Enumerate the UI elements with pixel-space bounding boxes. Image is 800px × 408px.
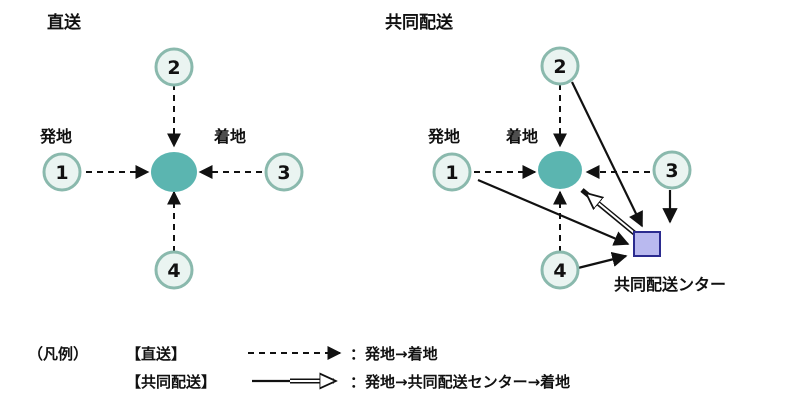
direct-node-3: 3 [264,152,304,192]
legend: （凡例） 【直送】 ：発地→着地 【共同配送】 ：発地→共同配送センター→着地 [28,345,570,391]
joint-node-4-label: 4 [553,260,566,282]
joint-diagram: 2 1 3 4 発地 着地 共同配送ンター [427,46,726,294]
legend-joint-tag: 【共同配送】 [126,373,216,391]
joint-destination-label: 着地 [505,127,538,146]
direct-destination-label: 着地 [213,127,246,146]
joint-title: 共同配送 [385,12,454,33]
direct-node-1-label: 1 [55,162,68,184]
joint-solid-edge-1 [477,178,630,246]
joint-center-box [633,231,661,257]
joint-solid-edge-4 [577,251,628,270]
joint-node-2: 2 [540,46,580,86]
direct-destination-node [151,152,197,192]
legend-direct-tag: 【直送】 [126,345,186,363]
legend-direct-desc: ：発地→着地 [350,345,438,363]
legend-joint-desc: ：発地→共同配送センター→着地 [350,373,570,391]
direct-origin-label: 発地 [39,127,72,146]
direct-node-4: 4 [154,250,194,290]
direct-node-2: 2 [154,47,194,87]
joint-origin-label: 発地 [427,127,460,146]
joint-node-3: 3 [652,150,692,190]
joint-center-to-destination-inner [586,193,639,237]
direct-diagram: 2 1 3 4 発地 着地 [39,47,304,290]
joint-node-1-label: 1 [445,162,458,184]
direct-title: 直送 [47,12,82,33]
legend-heading: （凡例） [28,345,88,363]
joint-destination-node [538,151,582,189]
direct-node-2-label: 2 [167,57,180,79]
joint-node-3-label: 3 [665,160,678,182]
direct-node-3-label: 3 [277,162,290,184]
joint-node-4: 4 [540,250,580,290]
joint-center-label: 共同配送ンター [614,275,726,294]
direct-node-1: 1 [42,152,82,192]
direct-node-4-label: 4 [167,260,180,282]
joint-solid-edge-2 [571,81,643,228]
joint-node-2-label: 2 [553,56,566,78]
joint-node-1: 1 [432,152,472,192]
